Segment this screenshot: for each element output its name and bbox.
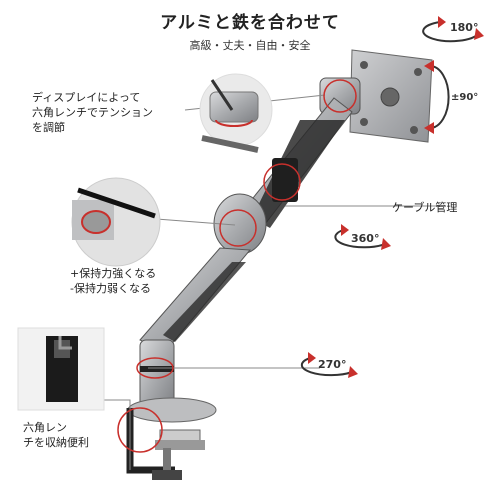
angle-tilt-label: ±90° bbox=[451, 92, 479, 103]
rotate-180-arrow bbox=[422, 21, 479, 43]
desk-clamp bbox=[126, 408, 205, 480]
tension-adjust-note: ディスプレイによって 六角レンチでテンション を調節 bbox=[32, 91, 153, 134]
base-plate bbox=[127, 397, 217, 423]
page-title: アルミと鉄を合わせて bbox=[160, 13, 340, 33]
angle-180-label: 180° bbox=[450, 21, 479, 34]
rotate-360-arrow bbox=[334, 229, 386, 249]
cable-management-note: ケーブル管理 bbox=[392, 201, 458, 214]
inset-wrench-elbow bbox=[71, 177, 161, 267]
angle-360-label: 360° bbox=[351, 232, 380, 245]
inset-tension-adjust bbox=[199, 73, 273, 153]
page-subtitle: 高級・丈夫・自由・安全 bbox=[189, 39, 311, 52]
vesa-plate bbox=[349, 49, 433, 143]
angle-270-label: 270° bbox=[318, 358, 347, 371]
rotate-270-arrow bbox=[300, 357, 353, 377]
holding-force-note: +保持力強くなる -保持力弱くなる bbox=[70, 267, 157, 295]
cable-cover bbox=[272, 158, 298, 202]
inset-wrench-storage bbox=[17, 327, 105, 411]
tilt-arrow bbox=[429, 65, 450, 129]
wrench-storage-note: 六角レン チを収納便利 bbox=[23, 421, 89, 449]
